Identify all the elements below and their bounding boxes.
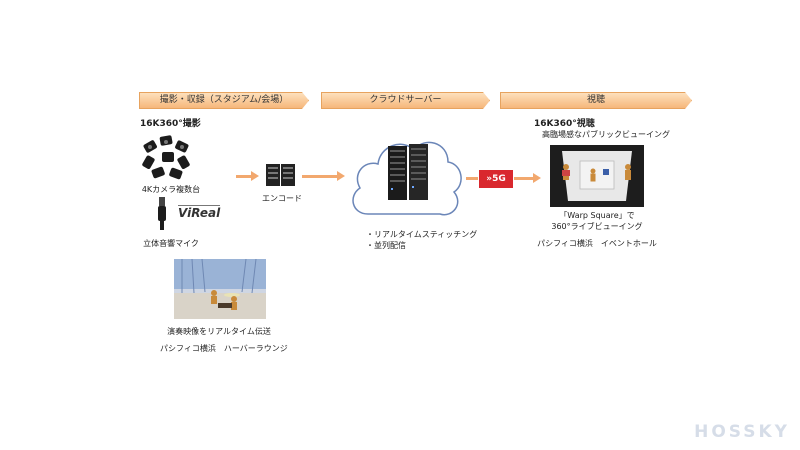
viewing-caption-2: 360°ライブビューイング [551,222,643,231]
arrow-shaft-2 [302,175,338,178]
arrow-head-1 [251,171,259,181]
camera-label: 4Kカメラ複数台 [141,185,201,194]
viewing-venue: パシフィコ横浜 イベントホール [537,239,657,248]
vireal-logo: ViReal [178,206,221,220]
viewing-heading: 16K360°視聴 [534,119,595,129]
photo-caption: 演奏映像をリアルタイム伝送 [167,327,271,336]
arrow-head-3 [533,173,541,183]
cloud-line-1: ・リアルタイムスティッチング [366,230,478,239]
stage-banner-cloud: クラウドサーバー [321,92,490,109]
arrow-head-2 [337,171,345,181]
camera-rig-icon [142,135,190,180]
warp-square-image [550,145,644,207]
server-rack-icon [388,144,428,200]
encode-label: エンコード [262,194,302,203]
arrow-shaft-1 [236,175,252,178]
viewing-subheading: 高臨場感なパブリックビューイング [542,130,670,139]
vireal-underline [178,205,220,206]
viewing-caption-1: 「Warp Square」で [559,211,635,220]
watermark: HOSSKY [694,422,790,442]
stage-banner-viewing: 視聴 [500,92,692,109]
microphone-icon [158,197,166,230]
arrow-shaft-3a [466,177,478,180]
5g-badge: »5G [479,170,513,188]
stage-banner-capture: 撮影・収録（スタジアム/会場） [139,92,309,109]
cloud-line-2: ・並列配信 [366,241,406,250]
venue-photo [174,259,266,319]
arrow-shaft-3b [514,177,534,180]
mic-label: 立体音響マイク [143,239,199,248]
capture-heading: 16K360°撮影 [140,119,201,129]
capture-venue: パシフィコ横浜 ハーバーラウンジ [160,344,288,353]
encoder-icon [266,164,295,186]
